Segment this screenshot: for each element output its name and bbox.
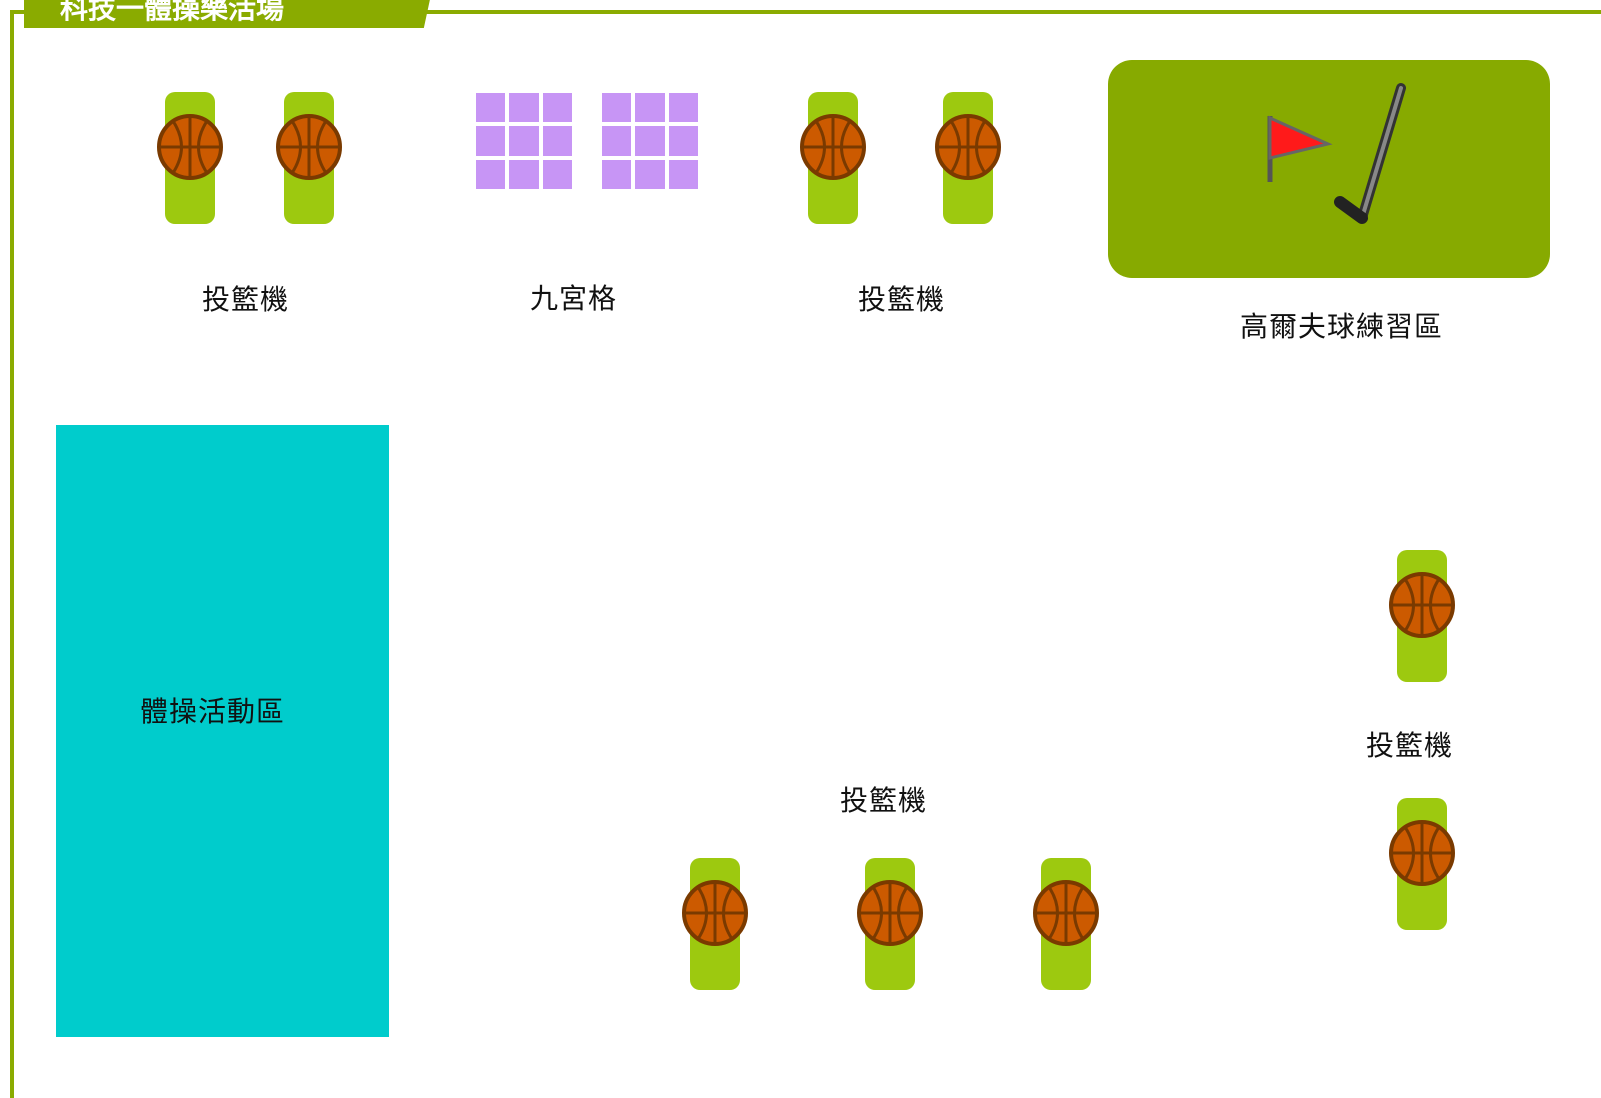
- nine-grid-label: 九宮格: [530, 282, 618, 315]
- golf-practice-area[interactable]: [1108, 60, 1550, 278]
- nine-grid-board[interactable]: [473, 90, 575, 192]
- basketball-icon: [1033, 880, 1099, 946]
- basketball-icon: [800, 114, 866, 180]
- basketball-icon: [1389, 820, 1455, 886]
- basketball-icon: [157, 114, 223, 180]
- area-title: 科技一體操樂活場: [60, 0, 285, 25]
- basketball-machine[interactable]: [274, 92, 344, 232]
- golf-practice-area-label: 高爾夫球練習區: [1240, 310, 1444, 343]
- basketball-machine[interactable]: [798, 92, 868, 232]
- map-frame: 科技一體操樂活場: [10, 0, 1601, 1098]
- basketball-icon: [857, 880, 923, 946]
- gymnastics-area-label: 體操活動區: [140, 695, 286, 728]
- basketball-machine[interactable]: [1387, 798, 1457, 938]
- basketball-icon: [276, 114, 342, 180]
- area-title-tab: 科技一體操樂活場: [24, 0, 432, 28]
- basketball-machine[interactable]: [855, 858, 925, 998]
- basketball-machine-label: 投籃機: [840, 784, 928, 817]
- nine-grid-board[interactable]: [599, 90, 701, 192]
- golf-club-icon: [1334, 83, 1406, 224]
- basketball-machine[interactable]: [933, 92, 1003, 232]
- basketball-icon: [1389, 572, 1455, 638]
- basketball-machine-label: 投籃機: [202, 283, 290, 316]
- basketball-machine[interactable]: [155, 92, 225, 232]
- basketball-machine[interactable]: [680, 858, 750, 998]
- basketball-machine[interactable]: [1031, 858, 1101, 998]
- basketball-icon: [935, 114, 1001, 180]
- basketball-machine-label: 投籃機: [858, 283, 946, 316]
- basketball-icon: [682, 880, 748, 946]
- gymnastics-area[interactable]: [56, 425, 389, 1037]
- golf-flag-icon: [1267, 115, 1333, 182]
- basketball-machine[interactable]: [1387, 550, 1457, 690]
- basketball-machine-label: 投籃機: [1366, 729, 1454, 762]
